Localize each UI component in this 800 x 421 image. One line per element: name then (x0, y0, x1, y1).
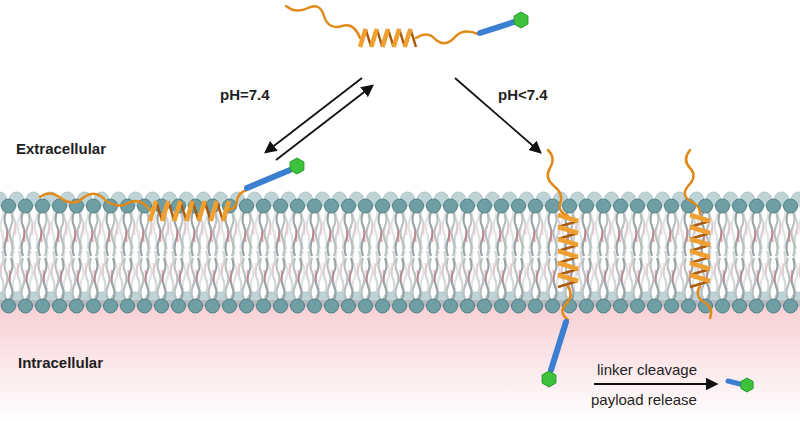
step-label: payload release (591, 391, 697, 409)
step-label: linker cleavage (597, 361, 697, 379)
free-peptide (286, 6, 528, 47)
lipid-bilayer (0, 195, 800, 317)
reaction-arrow (594, 383, 716, 385)
released-payload (728, 378, 753, 392)
equilibrium-arrow (276, 86, 372, 160)
region-label: Intracellular (18, 354, 103, 372)
inserted-peptide (685, 150, 711, 318)
surface-peptide (40, 158, 304, 221)
inserted-peptide (542, 150, 578, 387)
intracellular-ground (0, 300, 800, 421)
ph-label: pH<7.4 (498, 86, 548, 104)
equilibrium-arrow (266, 78, 362, 152)
ph-label: pH=7.4 (220, 86, 270, 104)
region-label: Extracellular (16, 140, 106, 158)
